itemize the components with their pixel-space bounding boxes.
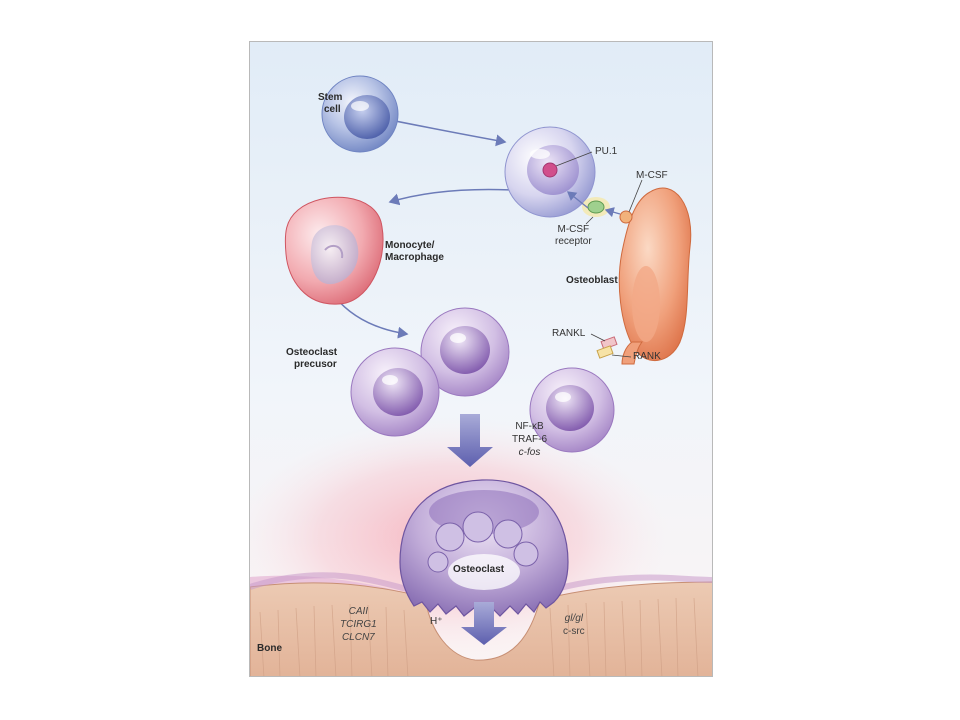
monocyte-label: Monocyte/ Macrophage	[385, 240, 444, 264]
traf6-label: TRAF-6	[512, 434, 547, 445]
mcsf-leader	[628, 179, 643, 213]
diagram-canvas	[250, 42, 712, 676]
precursor-label-line1: Osteoclast	[286, 347, 338, 358]
rankl-label: RANKL	[552, 328, 586, 339]
rankl-rank-binding	[596, 336, 618, 359]
osteoblast	[618, 187, 692, 365]
caii-label: CAII	[348, 606, 369, 617]
osteoclast-label: Osteoclast	[453, 564, 505, 575]
pu1-factor	[542, 162, 558, 178]
mcsf-ligand	[619, 210, 633, 224]
mcsf-receptor-label-line1: M-CSF	[557, 224, 590, 235]
mcsf-receptor	[582, 197, 610, 217]
hplus-label: H⁺	[430, 616, 443, 627]
mcsf-receptor-label-line2: receptor	[555, 236, 592, 247]
pu1-label: PU.1	[595, 146, 618, 157]
osteoclast-cell	[399, 479, 569, 619]
nfkb-label: NF-κB	[515, 421, 544, 432]
monocyte-label-line1: Monocyte/	[385, 240, 435, 251]
rankl-leader	[590, 333, 606, 342]
monocyte-label-line2: Macrophage	[385, 252, 444, 263]
mcsf-label: M-CSF	[636, 170, 668, 181]
glgl-label: gl/gl	[564, 613, 584, 624]
stem-cell	[321, 75, 399, 153]
stem-cell-label-line2: cell	[324, 104, 341, 115]
right-gene-list: gl/gl c-src	[563, 612, 585, 638]
monocyte-macrophage	[284, 196, 384, 305]
precursor-label: Osteoclast precusor	[286, 347, 337, 371]
precursor-cell-left	[350, 347, 440, 437]
csrc-label: c-src	[563, 626, 585, 637]
precursor-cell-right	[529, 367, 615, 453]
osteoclast-differentiation-figure: Stem cell PU.1 M-CSF M-CSF receptor Mono…	[249, 41, 713, 677]
stem-cell-label: Stem cell	[318, 92, 342, 116]
bone-tissue	[250, 572, 712, 676]
rank-label: RANK	[633, 351, 661, 362]
receptor-leader	[585, 216, 594, 225]
arrow-receptor-to-nucleus	[566, 191, 589, 209]
precursor-cell-top	[420, 307, 510, 397]
transcription-factors: NF-κB TRAF-6 c-fos	[512, 420, 547, 459]
cfos-label: c-fos	[518, 447, 541, 458]
pu1-leader	[555, 151, 593, 167]
precursor-label-line2: precusor	[294, 359, 337, 370]
resorption-arrow	[461, 602, 507, 645]
differentiation-arrow	[447, 414, 493, 467]
tcirg1-label: TCIRG1	[340, 619, 377, 630]
clcn7-label: CLCN7	[341, 632, 375, 643]
stem-cell-label-line1: Stem	[318, 92, 343, 103]
mcsf-receptor-label: M-CSF receptor	[555, 224, 592, 248]
osteoblast-label: Osteoblast	[566, 275, 618, 286]
left-gene-list: CAII TCIRG1 CLCN7	[340, 605, 377, 644]
arrow-progenitor-to-monocyte	[388, 188, 513, 206]
bone-label: Bone	[257, 643, 282, 654]
rank-leader	[611, 354, 632, 358]
arrow-mcsf-to-receptor	[604, 207, 621, 218]
